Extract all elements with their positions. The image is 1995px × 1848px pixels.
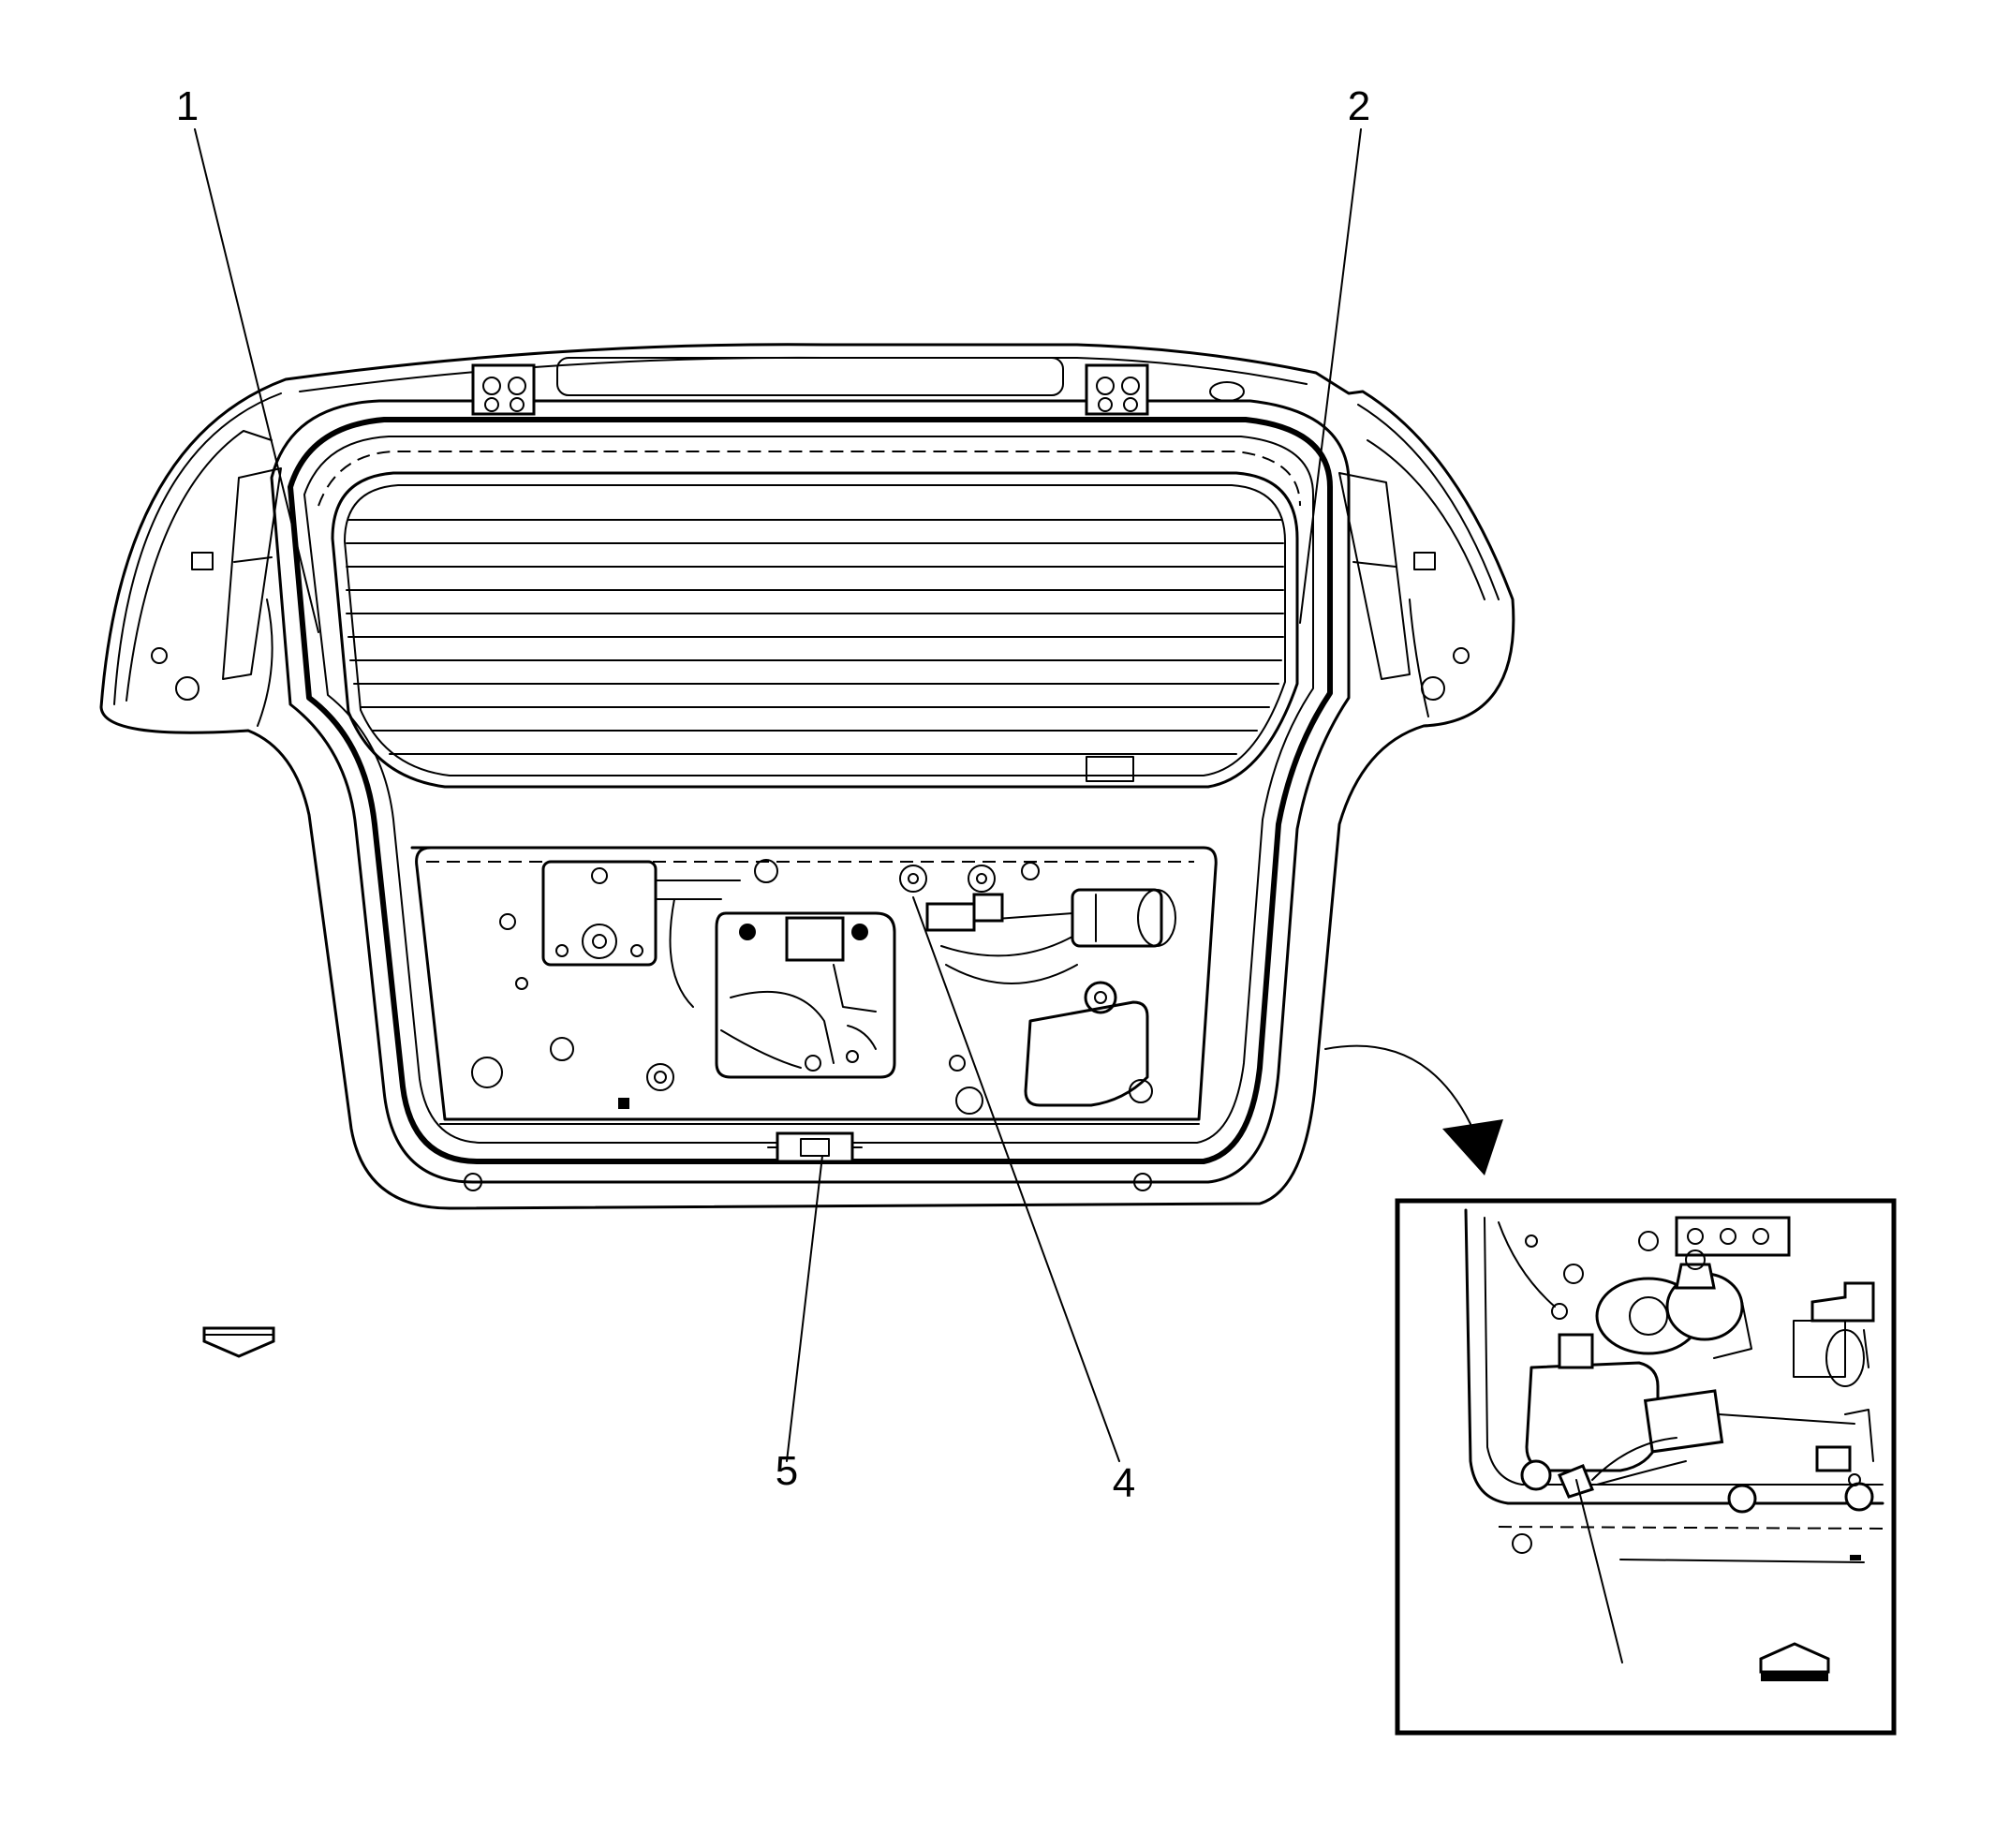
center-module xyxy=(715,911,896,1079)
liftgate-panel xyxy=(99,343,1515,1210)
view-direction-arrow-down-icon xyxy=(202,1326,275,1358)
detail-inset xyxy=(1395,1198,1897,1736)
detail-inset-drawing xyxy=(1464,1208,1884,1563)
callout-5: 5 xyxy=(776,1448,798,1494)
left-hinge xyxy=(471,363,536,416)
leader-line-1 xyxy=(194,128,319,633)
leader-line-3 xyxy=(1575,1479,1623,1663)
leader-lines xyxy=(194,128,1362,1462)
view-direction-arrow-up-icon xyxy=(1759,1642,1830,1681)
right-hinge xyxy=(1085,363,1149,416)
washer-reservoir xyxy=(949,1000,1153,1115)
callout-2: 2 xyxy=(1348,83,1370,129)
leader-line-2 xyxy=(1299,128,1362,624)
left-mechanism xyxy=(499,859,778,1008)
callout-1: 1 xyxy=(176,83,199,129)
leader-line-5 xyxy=(786,1155,823,1462)
wiper-motor xyxy=(899,862,1176,1014)
callout-4: 4 xyxy=(1113,1460,1135,1506)
rear-window-glass xyxy=(331,471,1299,789)
liftgate-latch xyxy=(767,1131,863,1163)
leader-line-4 xyxy=(912,896,1120,1462)
curved-pointer-arrow-icon xyxy=(1324,1044,1503,1175)
